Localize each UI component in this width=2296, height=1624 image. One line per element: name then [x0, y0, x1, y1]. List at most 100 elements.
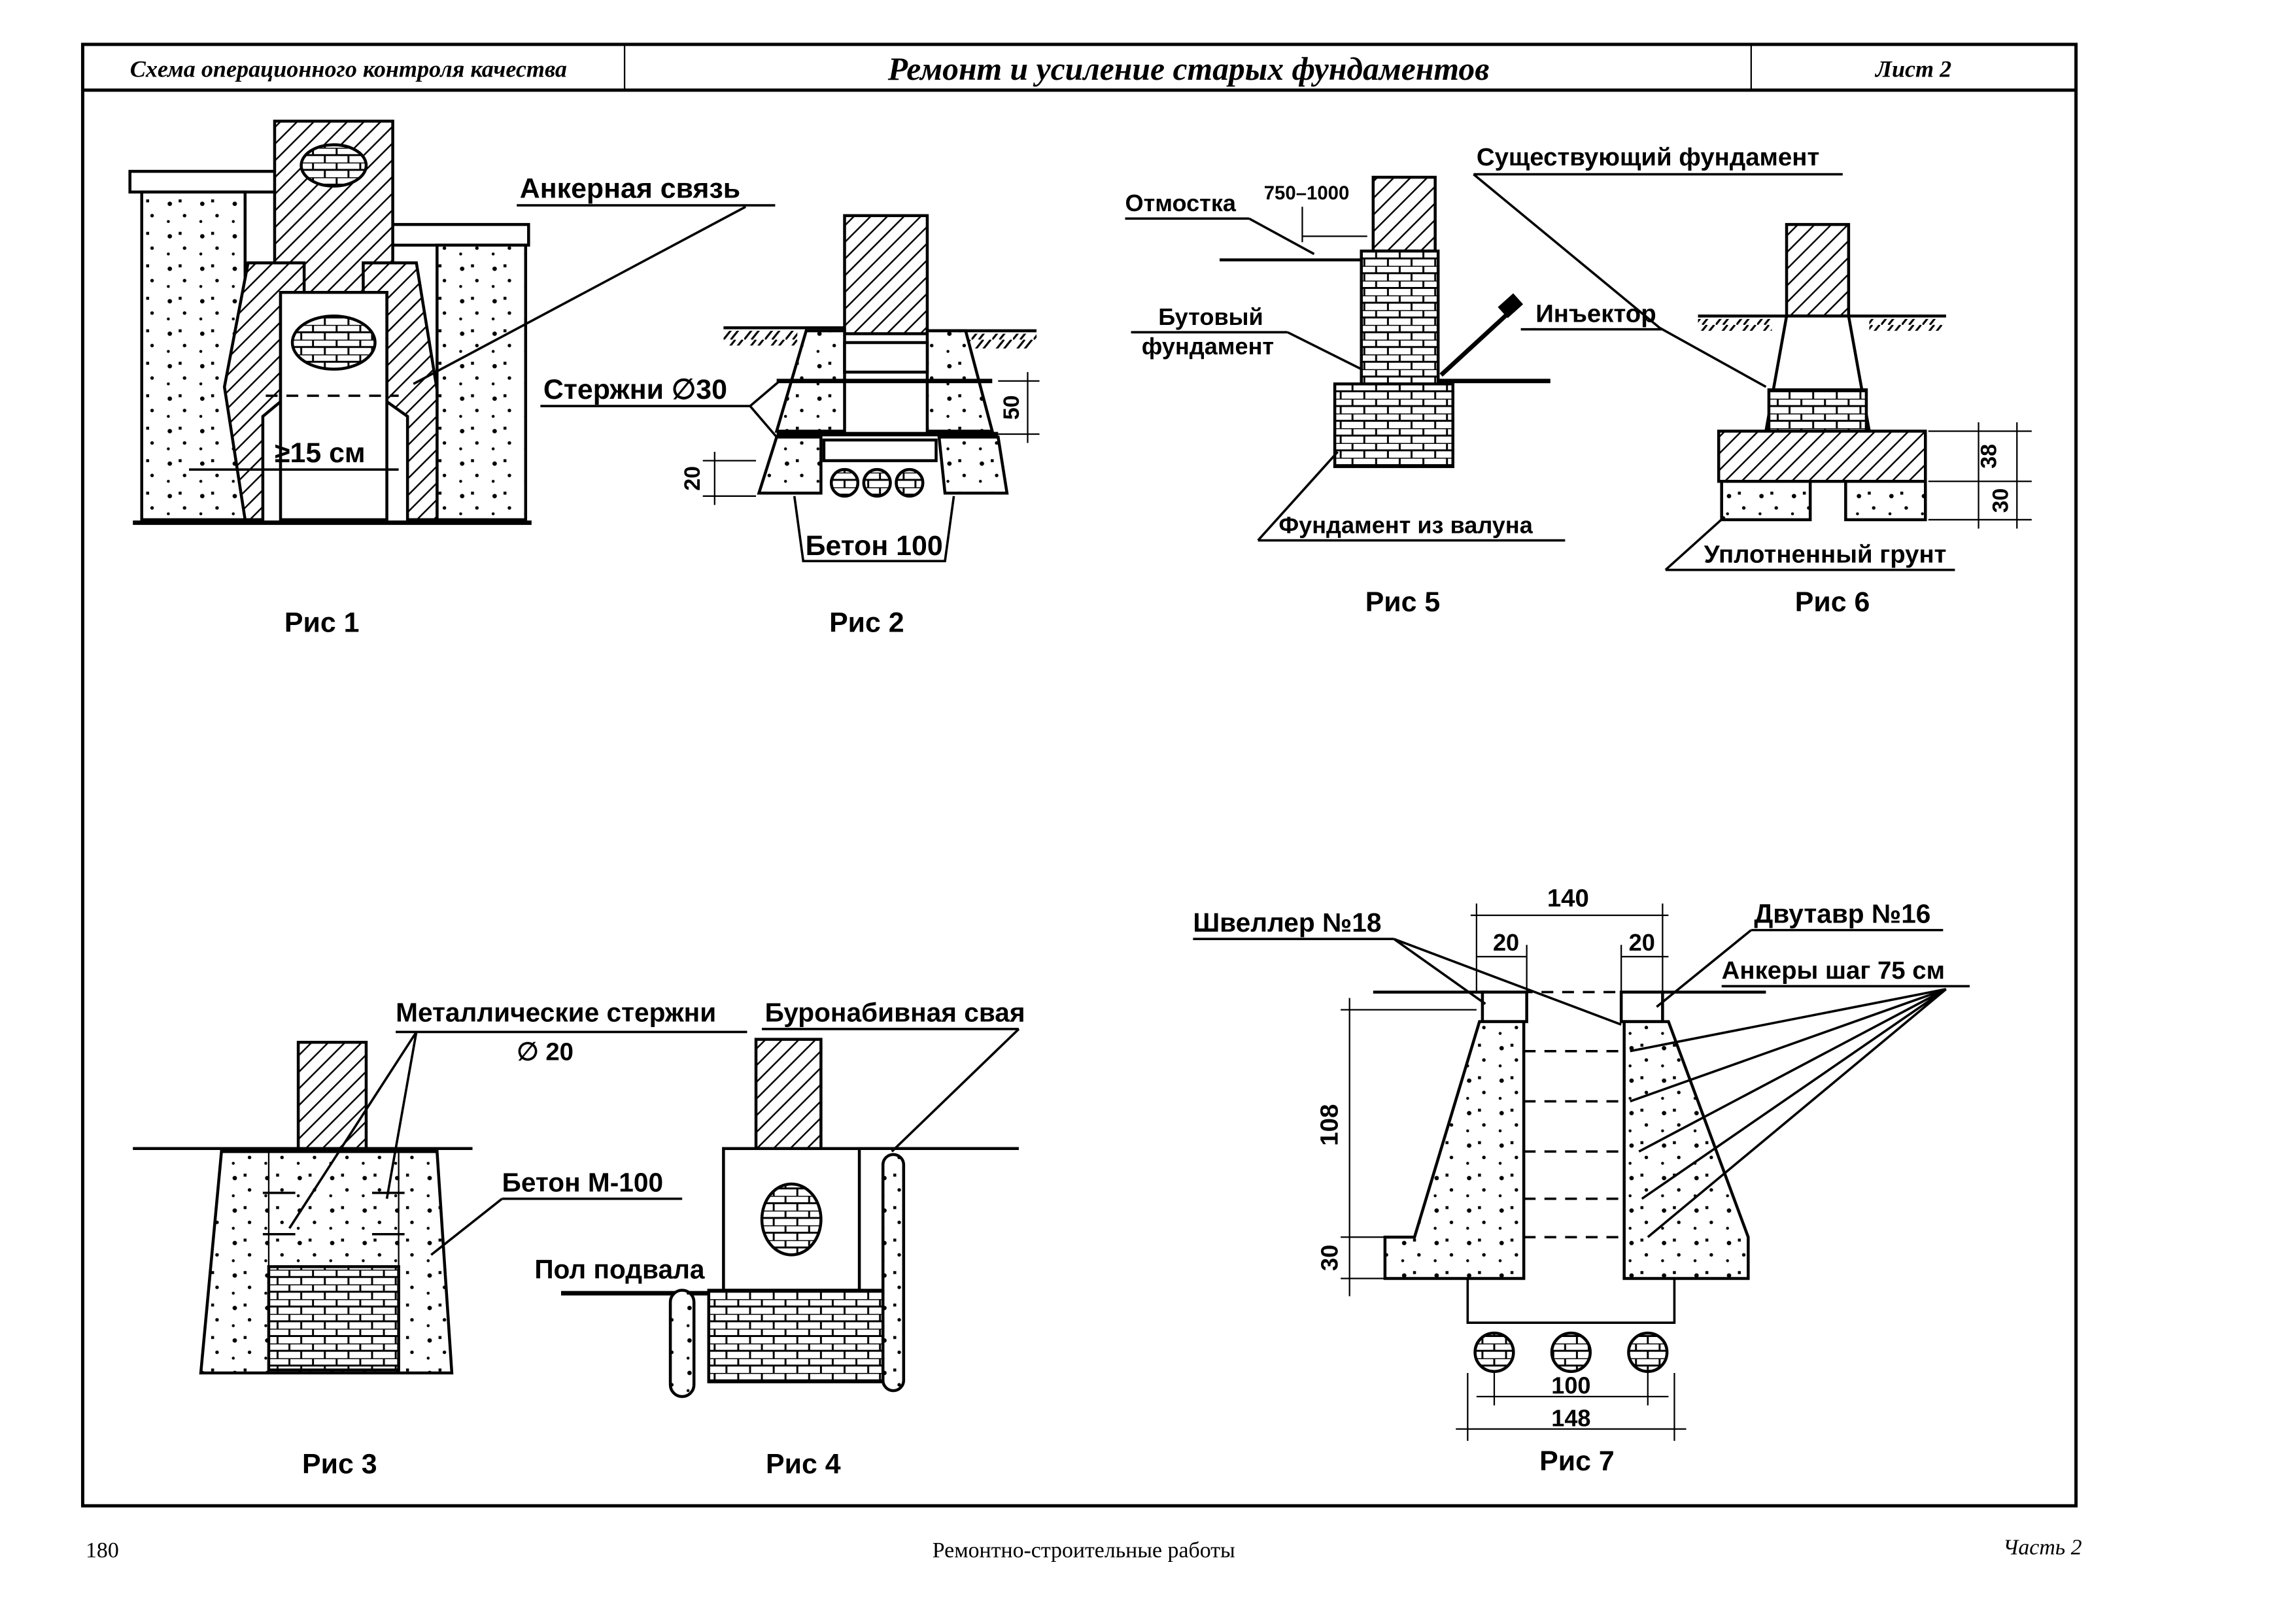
fig5-label-injector: Инъектор	[1535, 299, 1656, 328]
fig6-dim-lower: 30	[1989, 488, 2013, 513]
fig7-pile-3	[1627, 1331, 1669, 1373]
fig7-anchors-leaders	[1630, 988, 1947, 1238]
fig5-boulder-leader	[1257, 450, 1339, 541]
figure-4: Буронабивная свая Пол подвала Рис 4	[534, 998, 1025, 1480]
fig7-dim-left-flange: 20	[1493, 929, 1519, 956]
fig1-label-min-width: ≥15 см	[275, 437, 366, 469]
fig2-dim-side	[702, 452, 757, 505]
fig5-injector-head	[1498, 293, 1524, 318]
fig3-boulders	[267, 1265, 400, 1372]
header-sheet-number: Лист 2	[1874, 56, 1951, 82]
fig4-caption: Рис 4	[766, 1449, 841, 1480]
frame-border	[80, 42, 2078, 1508]
figure-6: 38 30 Уплотненный грунт Рис 6	[1664, 223, 2032, 618]
fig7-pile-2	[1550, 1331, 1592, 1373]
fig3-concrete-leader	[430, 1198, 503, 1256]
header-left-title: Схема операционного контроля качества	[130, 56, 567, 82]
fig7-ibeam-right	[1619, 990, 1664, 1023]
fig7-caption: Рис 7	[1539, 1446, 1615, 1477]
fig6-soil-leader	[1664, 516, 1726, 571]
fig7-channel-left	[1481, 990, 1528, 1023]
fig3-rod-marks	[262, 1191, 405, 1236]
fig2-pile-1	[829, 467, 860, 498]
fig5-label-boulder: Фундамент из валуна	[1278, 511, 1533, 538]
fig6-beam	[1717, 430, 1927, 483]
fig3-wall	[296, 1040, 368, 1153]
fig7-dim-148	[1456, 1372, 1687, 1441]
figure-1: Анкерная связь ≥15 см Рис 1	[128, 120, 776, 639]
fig5-caption: Рис 5	[1365, 586, 1441, 618]
fig7-pile-1	[1473, 1331, 1515, 1373]
fig6-pad-left	[1720, 479, 1812, 522]
fig3-label-concrete: Бетон М-100	[502, 1167, 663, 1197]
fig7-dim-base-width: 148	[1551, 1404, 1590, 1431]
fig2-rods-bundle	[822, 438, 938, 462]
fig6-label-soil: Уплотненный грунт	[1704, 540, 1947, 568]
fig7-dim-right-flange: 20	[1629, 929, 1655, 956]
fig7-label-channel: Швеллер №18	[1193, 907, 1381, 938]
fig2-concrete-right-lower	[937, 435, 1009, 495]
fig1-brick-insert	[300, 143, 368, 188]
fig1-caption: Рис 1	[284, 607, 360, 639]
fig5-boulder-foundation	[1333, 382, 1455, 468]
fig7-dim-pile-spacing: 100	[1551, 1372, 1590, 1399]
fig2-concrete-leader	[793, 496, 955, 562]
fig5-label-rubble-1: Бутовый	[1158, 303, 1263, 330]
figure-5: 750–1000 Отмостка Бутовый фундамент Инъе…	[1125, 143, 1843, 618]
fig5-label-blind-area: Отмостка	[1125, 190, 1237, 216]
fig5-label-existing: Существующий фундамент	[1477, 143, 1819, 171]
fig4-pile-leader	[891, 1028, 1020, 1153]
fig7-concrete-right	[1622, 1020, 1750, 1280]
fig1-anchor-leader	[413, 205, 747, 385]
fig7-channel-leaders	[1393, 938, 1622, 1026]
fig3-rods-leaders	[288, 1031, 418, 1229]
footer-part: Часть 2	[2003, 1536, 2082, 1560]
figure-7: 140 20 20 108 30 100 148 Швеллер №18 Дву…	[1193, 885, 1970, 1477]
fig2-pile-2	[862, 467, 892, 498]
fig2-dim-top-value: 50	[999, 396, 1024, 420]
fig2-caption: Рис 2	[829, 607, 904, 639]
fig6-stones	[1767, 388, 1868, 433]
fig3-label-rods-diameter: ∅ 20	[517, 1038, 574, 1066]
header-center-title: Ремонт и усиление старых фундаментов	[887, 51, 1490, 87]
fig2-label-rods: Стержни ∅30	[543, 374, 727, 405]
fig1-fill-left	[140, 190, 247, 522]
fig7-dim-100	[1476, 1372, 1669, 1406]
fig5-blind-area-leader	[1248, 217, 1315, 256]
sheet-frame: Схема операционного контроля качества Ре…	[80, 42, 2078, 1508]
fig5-wall	[1371, 175, 1437, 253]
fig7-label-ibeam: Двутавр №16	[1754, 898, 1930, 928]
fig1-fill-right	[436, 243, 528, 522]
fig1-slab-left	[128, 169, 279, 194]
fig4-masonry	[760, 1182, 823, 1257]
fig7-dim-base-height: 30	[1316, 1245, 1343, 1271]
fig5-rubble-leader	[1287, 331, 1362, 371]
page-footer: 180 Ремонтно-строительные работы Часть 2	[86, 1536, 2082, 1563]
fig1-label-anchor: Анкерная связь	[520, 173, 740, 205]
fig1-masonry	[290, 314, 377, 371]
fig2-dim-side-value: 20	[680, 466, 705, 491]
fig7-dim-height-value: 108	[1316, 1104, 1344, 1146]
fig5-existing-leader-2	[1658, 326, 1767, 388]
fig6-dim-lines	[1928, 422, 2032, 529]
fig7-dim-140	[1470, 903, 1669, 992]
fig5-rubble-foundation	[1360, 249, 1440, 386]
fig2-rods-leader	[749, 380, 781, 438]
fig6-wall	[1785, 223, 1851, 318]
fig7-dim-height	[1341, 998, 1477, 1296]
fig5-injector-pipe	[1439, 305, 1516, 377]
fig2-wall	[843, 214, 929, 335]
fig4-pile-right	[881, 1153, 906, 1393]
fig4-label-pile: Буронабивная свая	[765, 998, 1025, 1028]
fig2-stones	[843, 341, 929, 374]
fig4-wall	[754, 1038, 823, 1151]
fig4-pile-left	[668, 1289, 696, 1398]
fig6-pad-right	[1844, 479, 1927, 522]
figure-2: Бетон 100 Стержни ∅30 50 20 Рис 2	[540, 214, 1040, 639]
footer-page-number: 180	[86, 1538, 119, 1563]
fig5-existing-leader	[1473, 173, 1661, 329]
fig2-label-concrete: Бетон 100	[806, 530, 943, 562]
fig2-soil-left	[723, 330, 798, 346]
fig7-dim-top-width: 140	[1547, 885, 1589, 913]
